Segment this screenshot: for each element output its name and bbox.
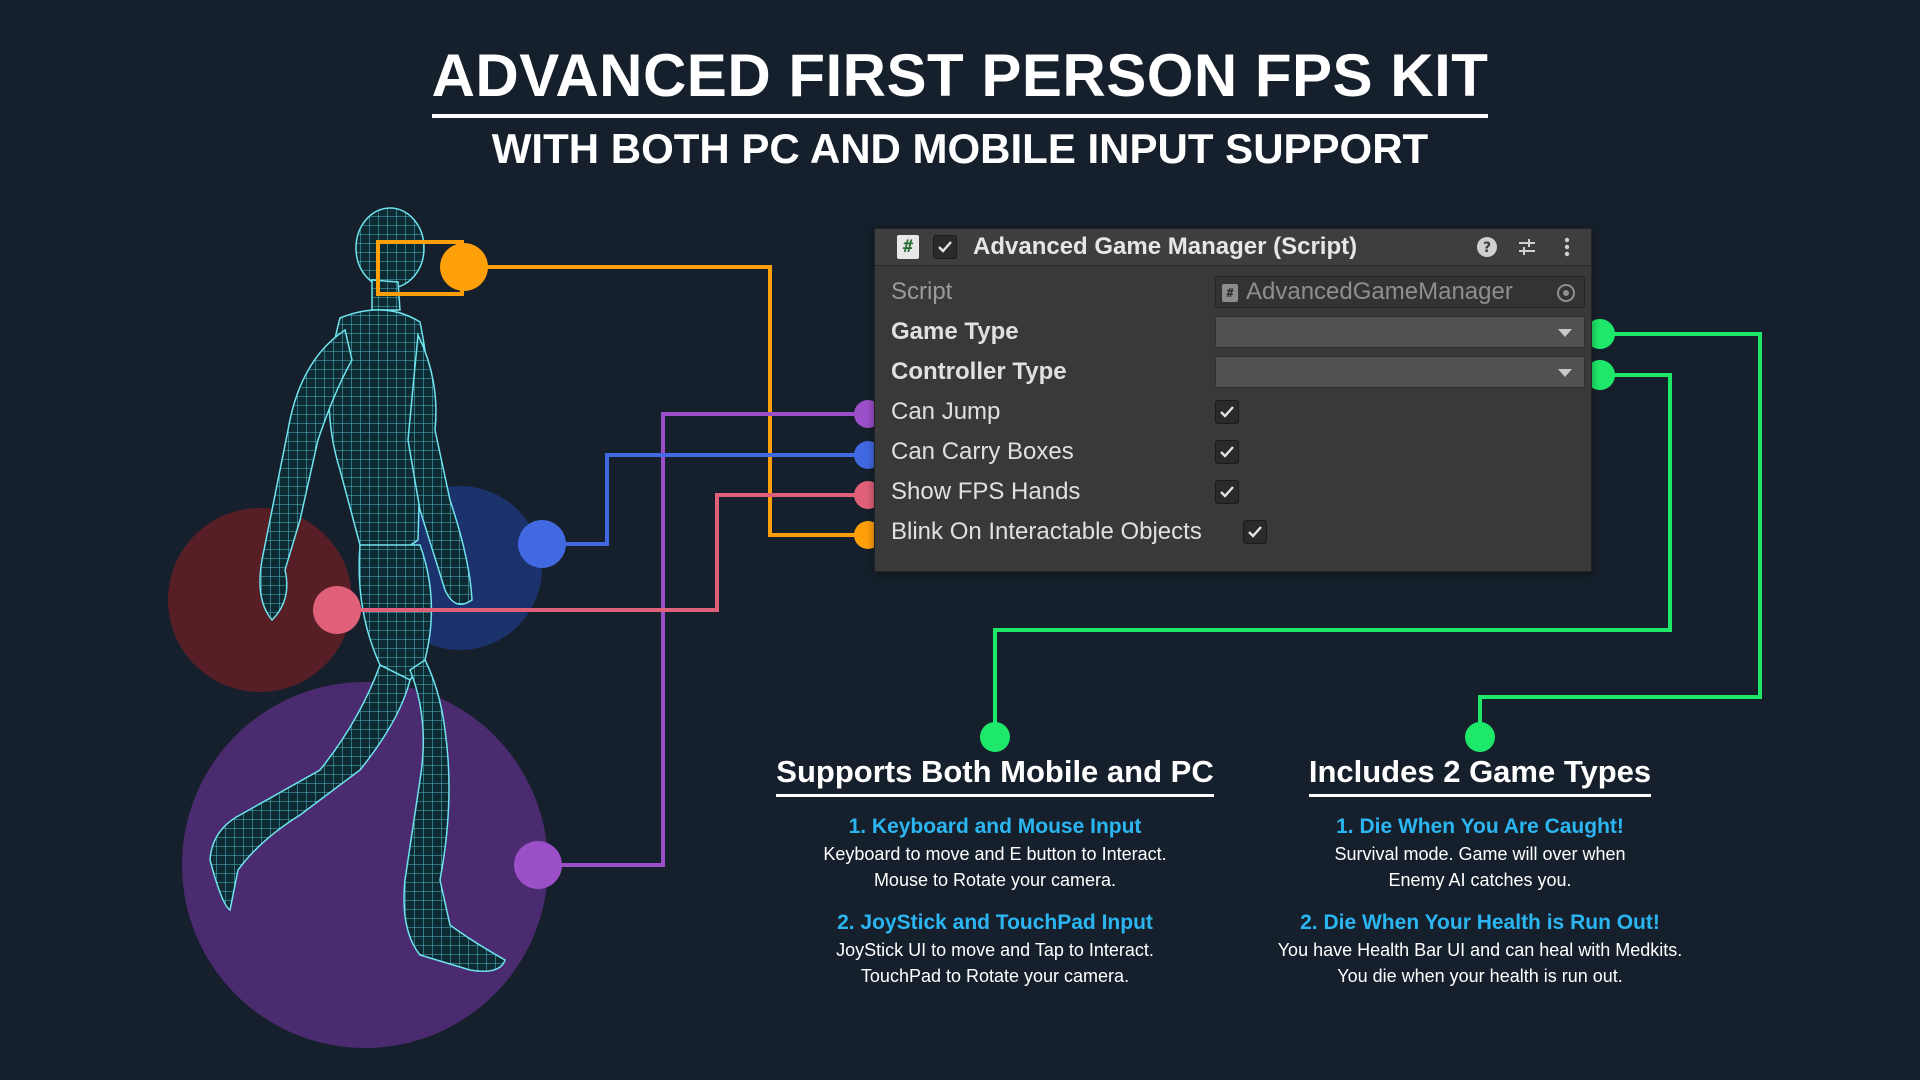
game-types-section: Includes 2 Game Types 1. Die When You Ar… xyxy=(1220,752,1740,989)
script-value: AdvancedGameManager xyxy=(1246,278,1513,305)
game-type-row: Game Type xyxy=(875,312,1591,352)
script-file-icon: # xyxy=(1222,284,1238,302)
component-title: Advanced Game Manager (Script) xyxy=(973,233,1358,260)
header: ADVANCED FIRST PERSON FPS KIT WITH BOTH … xyxy=(0,40,1920,176)
health-mode-desc: You have Health Bar UI and can heal with… xyxy=(1277,940,1683,986)
hands-connector-line xyxy=(337,493,868,612)
joystick-touchpad-desc: JoyStick UI to move and Tap to Interact.… xyxy=(836,940,1154,986)
blink-interactable-label: Blink On Interactable Objects xyxy=(891,518,1202,545)
controller-type-dot xyxy=(1585,360,1615,390)
controller-type-connector-line xyxy=(993,373,1672,737)
game-type-connector-line xyxy=(1478,332,1762,737)
can-jump-checkbox[interactable] xyxy=(1215,400,1239,424)
health-mode-title: 2. Die When Your Health is Run Out! xyxy=(1300,911,1660,934)
controller-type-dropdown[interactable] xyxy=(1215,356,1585,388)
game-type-dot xyxy=(1585,319,1615,349)
checkmark-icon xyxy=(1220,486,1234,498)
inspector-component-panel: # Advanced Game Manager (Script) ? Scrip… xyxy=(874,228,1592,572)
object-picker-icon[interactable] xyxy=(1556,283,1576,303)
help-icon[interactable]: ? xyxy=(1473,233,1501,261)
component-enabled-checkbox[interactable] xyxy=(933,235,957,259)
caught-mode-title: 1. Die When You Are Caught! xyxy=(1336,815,1624,838)
script-row: Script # AdvancedGameManager xyxy=(875,272,1591,312)
game-type-dropdown[interactable] xyxy=(1215,316,1585,348)
game-type-label: Game Type xyxy=(891,318,1019,345)
jump-leg-dot xyxy=(514,841,562,889)
script-label: Script xyxy=(891,278,953,305)
script-hash-icon: # xyxy=(897,235,919,259)
checkmark-icon xyxy=(1220,446,1234,458)
checkmark-icon xyxy=(1248,526,1262,538)
script-field[interactable]: # AdvancedGameManager xyxy=(1215,276,1585,308)
mobile-pc-dot xyxy=(980,722,1010,752)
controller-type-label: Controller Type xyxy=(891,358,1067,385)
game-types-dot xyxy=(1465,722,1495,752)
show-fps-hands-row: Show FPS Hands xyxy=(875,472,1591,512)
blink-interactable-checkbox[interactable] xyxy=(1243,520,1267,544)
carry-hand-dot xyxy=(518,520,566,568)
preset-sliders-icon[interactable] xyxy=(1513,233,1541,261)
keyboard-mouse-title: 1. Keyboard and Mouse Input xyxy=(848,815,1142,838)
blink-connector-line xyxy=(464,265,868,537)
page-subtitle: WITH BOTH PC AND MOBILE INPUT SUPPORT xyxy=(491,125,1429,172)
mobile-pc-section: Supports Both Mobile and PC 1. Keyboard … xyxy=(735,752,1255,989)
can-carry-boxes-label: Can Carry Boxes xyxy=(891,438,1074,465)
can-carry-boxes-checkbox[interactable] xyxy=(1215,440,1239,464)
carry-connector-line xyxy=(542,453,868,546)
checkmark-icon xyxy=(938,241,952,253)
more-vert-icon[interactable] xyxy=(1553,233,1581,261)
dropdown-arrow-icon xyxy=(1558,369,1572,377)
svg-text:?: ? xyxy=(1483,240,1491,256)
page-title: ADVANCED FIRST PERSON FPS KIT xyxy=(431,40,1489,118)
blink-head-dot xyxy=(440,243,488,291)
mobile-pc-heading: Supports Both Mobile and PC xyxy=(776,752,1214,797)
can-jump-row: Can Jump xyxy=(875,392,1591,432)
component-header[interactable]: # Advanced Game Manager (Script) ? xyxy=(875,229,1591,266)
caught-mode-desc: Survival mode. Game will over when Enemy… xyxy=(1334,844,1626,890)
can-carry-boxes-row: Can Carry Boxes xyxy=(875,432,1591,472)
blink-interactable-row: Blink On Interactable Objects xyxy=(875,512,1591,552)
hands-hand-dot xyxy=(313,586,361,634)
show-fps-hands-checkbox[interactable] xyxy=(1215,480,1239,504)
jump-connector-line xyxy=(538,412,868,867)
controller-type-row: Controller Type xyxy=(875,352,1591,392)
game-types-heading: Includes 2 Game Types xyxy=(1308,752,1652,797)
can-jump-label: Can Jump xyxy=(891,398,1001,425)
keyboard-mouse-desc: Keyboard to move and E button to Interac… xyxy=(823,844,1167,890)
checkmark-icon xyxy=(1220,406,1234,418)
show-fps-hands-label: Show FPS Hands xyxy=(891,478,1081,505)
wireframe-human-figure xyxy=(209,207,506,972)
joystick-touchpad-title: 2. JoyStick and TouchPad Input xyxy=(837,911,1153,934)
dropdown-arrow-icon xyxy=(1558,329,1572,337)
hands-highlight-circle xyxy=(168,508,352,692)
